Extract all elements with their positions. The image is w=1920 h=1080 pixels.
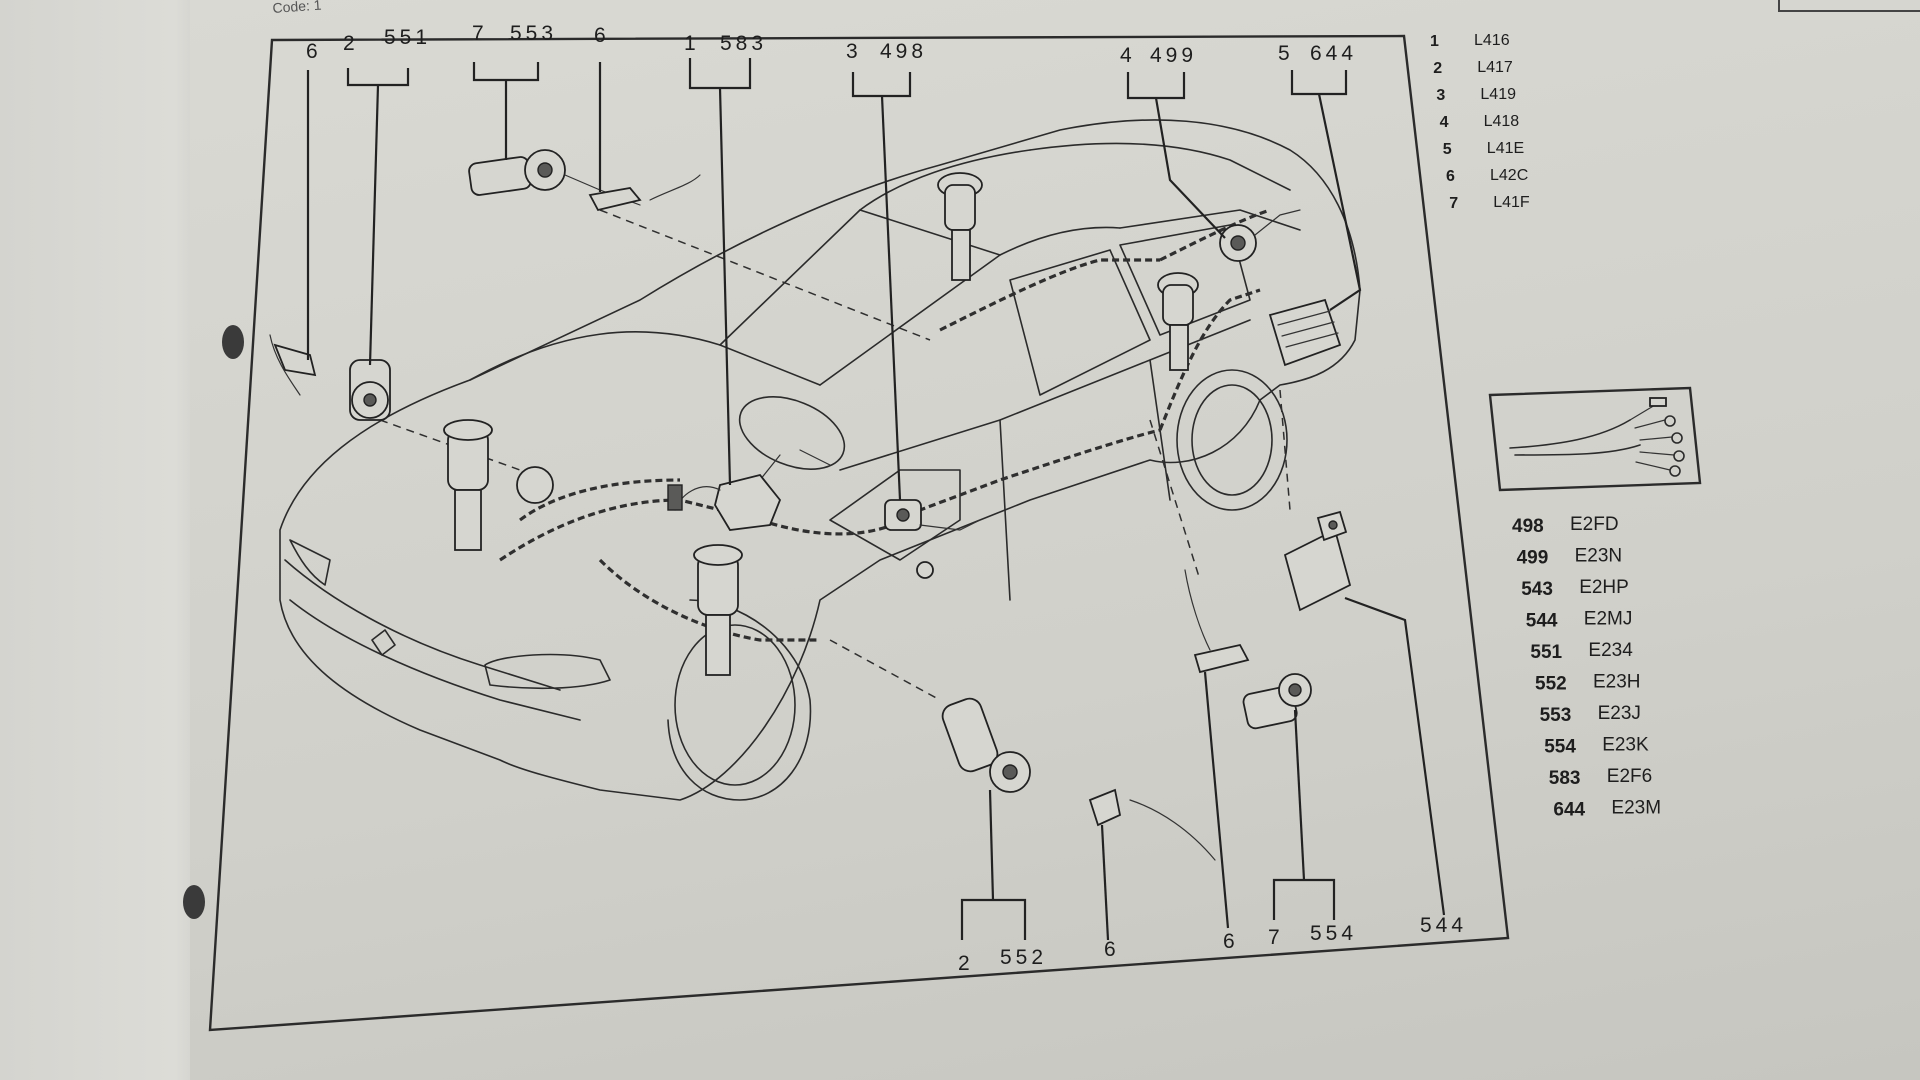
legend-connector-number: 644: [1553, 800, 1585, 821]
callout-label: 554: [1310, 922, 1357, 945]
legend-index-number: 3: [1436, 87, 1445, 104]
callout-label: 6: [1104, 938, 1120, 961]
legend-index-code: L41E: [1487, 140, 1524, 157]
legend-connector-number: 544: [1526, 611, 1558, 632]
bracket-icon: [269, 334, 317, 396]
suspension-strut-icon: [937, 172, 983, 281]
bracket-icon: [1184, 569, 1250, 674]
legend-index-code: L419: [1480, 86, 1516, 103]
diagram-frame: [208, 34, 1510, 1032]
relay-icon: [1283, 510, 1352, 612]
suspension-strut-icon: [1157, 272, 1199, 371]
bracket-icon: [588, 174, 701, 212]
connector-icon: [1219, 209, 1301, 262]
callout-label: 644: [1310, 42, 1357, 65]
binder-hole: [183, 885, 205, 919]
legend-connector-code: E2HP: [1579, 577, 1629, 598]
suspension-strut-icon: [693, 544, 743, 676]
legend-connector-code: E23H: [1593, 672, 1641, 693]
legend-connector-code: E23M: [1611, 798, 1661, 819]
callout-label: 3: [846, 40, 862, 63]
wire-inset: [1488, 386, 1702, 492]
legend-index-number: 5: [1443, 141, 1452, 158]
callout-label: 7: [1268, 926, 1284, 949]
leader-lines: [379, 209, 1291, 701]
wheel-sensor-icon: [1242, 673, 1312, 730]
binder-hole: [222, 325, 244, 359]
legend-connector-number: 583: [1549, 768, 1581, 789]
legend-index-code: L418: [1484, 113, 1520, 130]
callout-label: 498: [880, 40, 927, 63]
legend-index-code: L416: [1474, 32, 1510, 49]
abs-module-icon: [667, 473, 782, 531]
legend-connector-code: E23N: [1575, 546, 1623, 567]
bracket-icon: [1088, 788, 1216, 861]
legend-index-number: 7: [1449, 195, 1458, 212]
callout-label: 2: [343, 32, 359, 55]
callout-label: 6: [306, 40, 322, 63]
callout-label: 544: [1420, 914, 1467, 937]
callout-label: 6: [594, 24, 610, 47]
callout-label: 583: [720, 32, 767, 55]
wire-harness-icon: [499, 208, 1271, 642]
callout-label: 553: [510, 22, 557, 45]
callout-leaders-top: [306, 58, 1362, 501]
legend-connector-code: E2FD: [1570, 514, 1619, 535]
legend-indices: 1 L416 2 L417 3 L419 4 L418 5 L41E 6 L42C 7 L41F: [1430, 32, 1530, 212]
legend-connector-code: E2MJ: [1584, 609, 1633, 630]
legend-connector-number: 554: [1544, 737, 1576, 758]
wheel-sensor-icon: [884, 499, 981, 579]
callout-label: 2: [958, 952, 974, 975]
callouts-top: 6 2 551 7 553 6 1 583 3 498 4 499 5 644: [306, 22, 1357, 67]
callout-label: 499: [1150, 44, 1197, 67]
wire-harness-icon: [1509, 397, 1685, 477]
legend-connector-code: E234: [1588, 640, 1633, 661]
callout-label: 551: [384, 26, 431, 49]
callout-label: 552: [1000, 946, 1047, 969]
control-unit-icon: [1268, 298, 1342, 367]
callout-label: 6: [1223, 930, 1239, 953]
legend-connector-code: E23K: [1602, 735, 1649, 756]
callouts-bottom: 2 552 6 6 7 554 544: [958, 914, 1467, 975]
legend-index-code: L41F: [1493, 194, 1530, 211]
legend-connector-number: 553: [1540, 705, 1572, 726]
legend-index-code: L417: [1477, 59, 1513, 76]
wheel-sensor-icon: [941, 697, 1031, 793]
suspension-strut-icon: [443, 419, 554, 551]
legend-connector-code: E23J: [1598, 703, 1641, 724]
page-tab: [1778, 0, 1920, 12]
legend-index-number: 1: [1430, 33, 1439, 50]
legend-index-number: 2: [1433, 60, 1442, 77]
callout-label: 7: [472, 22, 488, 45]
callout-label: 1: [684, 32, 700, 55]
callout-leaders-bottom: [960, 596, 1446, 941]
callout-label: 4: [1120, 44, 1136, 67]
wheel-sensor-icon: [349, 359, 391, 421]
legend-connector-number: 498: [1512, 516, 1544, 537]
legend-connector-number: 551: [1530, 642, 1562, 663]
legend-connector-number: 543: [1521, 579, 1553, 600]
legend-connector-number: 552: [1535, 674, 1567, 695]
car-outline-icon: [279, 119, 1361, 801]
legend-index-number: 6: [1446, 168, 1455, 185]
callout-label: 5: [1278, 42, 1294, 65]
legend-connector-number: 499: [1517, 548, 1549, 569]
legend-connector-code: E2F6: [1607, 766, 1652, 787]
legend-index-number: 4: [1440, 114, 1449, 131]
legend-index-code: L42C: [1490, 167, 1528, 184]
